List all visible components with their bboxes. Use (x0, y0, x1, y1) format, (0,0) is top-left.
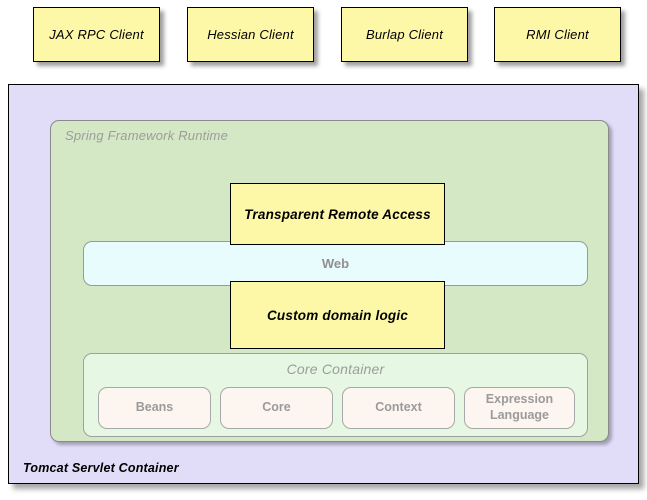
module-box-expression-language[interactable]: Expression Language (464, 387, 575, 429)
web-layer-label: Web (321, 256, 350, 271)
client-box-rmi[interactable]: RMI Client (494, 7, 621, 62)
tomcat-servlet-container: Tomcat Servlet Container Spring Framewor… (8, 84, 639, 484)
client-box-jax-rpc[interactable]: JAX RPC Client (33, 7, 160, 62)
module-box-core[interactable]: Core (220, 387, 333, 429)
custom-domain-logic-label: Custom domain logic (266, 307, 409, 323)
client-label: Burlap Client (365, 27, 444, 42)
module-label: Context (375, 400, 422, 415)
custom-domain-logic-box[interactable]: Custom domain logic (230, 281, 445, 349)
client-label: RMI Client (526, 27, 589, 42)
client-label: Hessian Client (207, 27, 294, 42)
tomcat-servlet-container-label: Tomcat Servlet Container (23, 461, 179, 475)
module-box-beans[interactable]: Beans (98, 387, 211, 429)
client-box-burlap[interactable]: Burlap Client (341, 7, 468, 62)
module-label: Core (262, 400, 291, 415)
module-label: Expression Language (485, 392, 554, 422)
transparent-remote-access-label: Transparent Remote Access (244, 206, 431, 222)
spring-framework-runtime-label: Spring Framework Runtime (65, 128, 229, 143)
client-label: JAX RPC Client (49, 27, 144, 42)
spring-framework-runtime: Spring Framework Runtime Web Core Contai… (50, 120, 609, 442)
core-container-label: Core Container (286, 361, 385, 377)
client-box-hessian[interactable]: Hessian Client (187, 7, 314, 62)
core-container-box: Core Container Beans Core Context Expres… (83, 353, 588, 437)
transparent-remote-access-box[interactable]: Transparent Remote Access (230, 183, 445, 245)
module-label: Beans (135, 400, 174, 415)
module-box-context[interactable]: Context (342, 387, 455, 429)
web-layer-box: Web (83, 241, 588, 286)
